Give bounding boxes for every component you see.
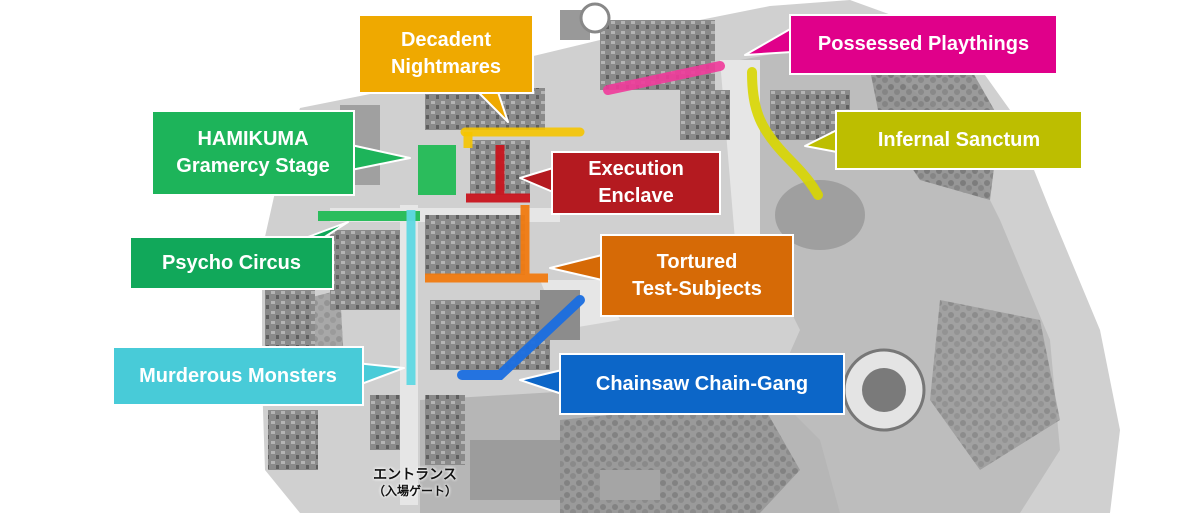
callout-decadent-nightmares[interactable]: Decadent Nightmares <box>360 16 532 92</box>
callout-chainsaw-chain-gang[interactable]: Chainsaw Chain-Gang <box>561 355 843 413</box>
callout-label-line: Chainsaw Chain-Gang <box>595 372 809 395</box>
zone-execution-enclave <box>466 145 530 203</box>
callout-psycho-circus[interactable]: Psycho Circus <box>131 238 332 288</box>
callout-label-line: Possessed Playthings <box>817 33 1030 55</box>
callout-possessed-playthings[interactable]: Possessed Playthings <box>791 16 1056 73</box>
callout-label-line: Test-Subjects <box>632 277 762 300</box>
callout-label-line: Murderous Monsters <box>139 364 337 387</box>
callout-murderous-monsters[interactable]: Murderous Monsters <box>114 348 362 404</box>
callout-label-line: Decadent <box>400 29 492 51</box>
callout-label-line: Infernal Sanctum <box>877 128 1041 151</box>
zone-hamikuma-gramercy-stage <box>418 145 456 195</box>
callout-label-line: Enclave <box>598 185 674 207</box>
buildings <box>265 2 926 500</box>
callout-hamikuma-gramercy-stage[interactable]: HAMIKUMA Gramercy Stage <box>153 112 353 194</box>
callout-label-line: Execution <box>588 158 684 180</box>
callout-tortured-test-subjects[interactable]: Tortured Test-Subjects <box>602 236 792 315</box>
entrance-title: エントランス <box>373 466 457 482</box>
zone-possessed-playthings <box>603 61 725 95</box>
callout-infernal-sanctum[interactable]: Infernal Sanctum <box>837 112 1081 168</box>
callout-pointers <box>299 27 838 395</box>
zone-chainsaw-chain-gang <box>457 295 585 380</box>
callout-execution-enclave[interactable]: Execution Enclave <box>553 153 719 213</box>
entrance-subtitle: （入場ゲート） <box>372 484 457 498</box>
callout-label-line: HAMIKUMA <box>197 128 309 150</box>
callout-label-line: Tortured <box>656 250 738 273</box>
callout-label-line: Gramercy Stage <box>176 155 330 177</box>
zone-infernal-sanctum <box>747 67 823 200</box>
entrance-label: エントランス （入場ゲート） <box>360 466 470 499</box>
zone-tortured-test-subjects <box>425 205 548 283</box>
pointer-decadent-nightmares <box>477 91 509 123</box>
zone-highlights <box>318 61 823 385</box>
callout-label-line: Nightmares <box>390 56 502 78</box>
callout-label-line: Psycho Circus <box>162 251 301 274</box>
